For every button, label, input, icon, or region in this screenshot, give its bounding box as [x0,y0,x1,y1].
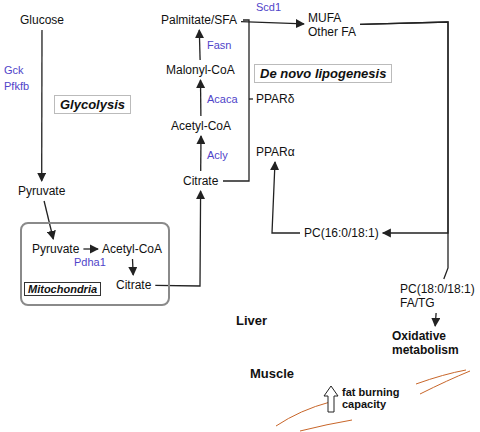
metabolite: Acetyl-CoA [169,118,233,134]
node-text: Pyruvate [32,242,79,256]
flow-arrow [200,136,202,171]
node-text: MUFA [308,11,356,25]
enzyme-label: Gck [4,64,24,76]
text-holder: Pdha1 [74,256,106,268]
enzyme-label: Pdha1 [74,256,106,268]
process-box: Glycolysis [54,95,131,114]
flow-arrow [360,22,448,233]
outcome-text: Oxidative metabolism [390,328,478,358]
flow-arrow [200,80,202,116]
metabolite: MUFAOther FA [306,10,358,40]
text-holder: Liver [236,313,267,328]
metabolite: PC(16:0/18:1) [302,225,381,241]
metabolite: Malonyl-CoA [164,62,237,78]
muscle-fiber [276,402,330,426]
node-text: Citrate [116,278,151,292]
text-holder: Muscle [250,366,294,381]
enzyme-label: Acaca [207,93,238,105]
node-text: Palmitate/SFA [161,13,237,27]
metabolite: Acetyl-CoA [100,241,164,257]
flow-arrow [155,191,200,286]
receptor-label: PPARδ [256,92,294,106]
enzyme-label: Fasn [207,39,231,51]
metabolite: Pyruvate [30,241,81,257]
metabolite: PC(18:0/18:1)FA/TG [398,281,477,311]
node-text: Citrate [183,174,218,188]
process-box: De novo lipogenesis [254,64,392,83]
flow-arrow [360,22,448,279]
text-holder: Pfkfb [4,80,29,92]
text-holder: Gck [4,64,24,76]
text-holder: Mitochondria [24,282,101,296]
enzyme-label: Acly [207,149,228,161]
node-text: Malonyl-CoA [166,63,235,77]
flow-arrow [44,201,53,239]
node-text: PC(18:0/18:1) [400,282,475,296]
flow-arrow [241,22,304,24]
text-holder: Acaca [207,93,238,105]
bracket-tick [249,98,253,99]
node-text: fat burning capacity [342,386,416,410]
muscle-fiber [300,420,352,431]
text-holder: Acly [207,149,228,161]
flow-arrow [199,30,201,60]
enzyme-label: Scd1 [256,1,281,13]
node-text: Oxidative metabolism [392,329,476,357]
muscle-fiber [416,370,466,384]
node-text: Glycolysis [60,97,125,112]
node-text: De novo lipogenesis [260,66,386,81]
metabolite: Palmitate/SFA [159,12,239,28]
node-text: Glucose [20,13,64,27]
flow-arrow [435,313,437,326]
flow-arrow [272,162,300,233]
metabolite: Citrate [114,277,153,293]
text-holder: Fasn [207,39,231,51]
node-text: Acetyl-CoA [171,119,231,133]
metabolite: Citrate [181,173,220,189]
receptor: PPARδ [254,91,296,107]
node-text: Pyruvate [18,184,65,198]
liver-organ: Liver GlucoseGlycolysisPyruvateMitochondr… [0,0,440,362]
text-holder: Scd1 [256,1,281,13]
muscle-organ: Muscle fat burning capacity Oxidative meta… [240,328,480,432]
receptor-label: PPARα [256,145,295,159]
node-text: Other FA [308,25,356,39]
node-text: Muscle [250,366,294,381]
enzyme-label: Pfkfb [4,80,29,92]
flow-arrow [83,248,98,249]
liver-organ-outline [0,0,440,362]
metabolite: Glucose [18,12,66,28]
node-text: Mitochondria [24,282,101,296]
receptor: PPARα [254,144,297,160]
node-text: FA/TG [400,296,475,310]
node-text: PC(16:0/18:1) [304,226,379,240]
node-text: Acetyl-CoA [102,242,162,256]
node-text: Liver [236,313,267,328]
metabolite: Pyruvate [16,183,67,199]
flow-arrow [132,259,134,275]
up-arrow [324,386,338,412]
text-holder: fat burning capacity [342,386,416,410]
flow-arrow [41,30,43,181]
